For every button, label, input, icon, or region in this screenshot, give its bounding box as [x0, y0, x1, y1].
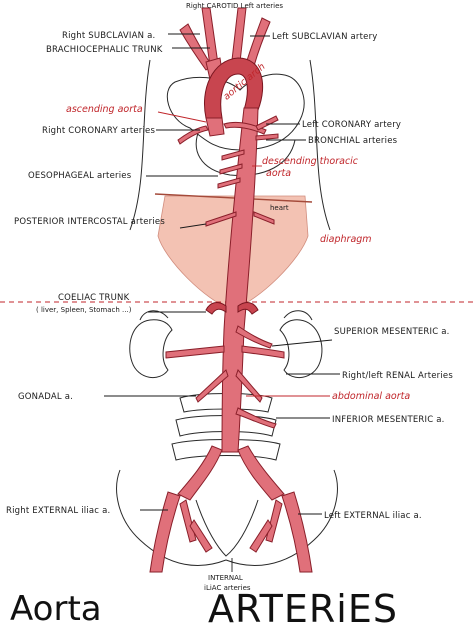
label-left-external-iliac: Left EXTERNAL iliac a. [324, 511, 422, 521]
label-brachiocephalic: BRACHIOCEPHALIC TRUNK [46, 45, 163, 55]
label-left-coronary: Left CORONARY artery [302, 120, 401, 130]
label-ascending-aorta: ascending aorta [66, 104, 143, 115]
oesophageal-arteries [217, 149, 245, 189]
label-internal-iliac-1: INTERNAL [208, 574, 243, 582]
superior-mesenteric-artery [235, 325, 273, 349]
ascending-aorta [205, 117, 225, 137]
label-coeliac-sub: ( liver, Spleen, Stomach ...) [36, 306, 132, 314]
label-left-subclavian: Left SUBCLAVIAN artery [272, 32, 378, 42]
inferior-mesenteric-artery [235, 407, 277, 429]
label-descending-thoracic-2: aorta [266, 168, 291, 179]
right-adrenal-outline [139, 310, 169, 321]
label-heart: heart [270, 204, 289, 212]
label-oesophageal: OESOPHAGEAL arteries [28, 171, 132, 181]
coeliac-trunk [205, 302, 259, 315]
torso-right-outline [309, 59, 331, 231]
anatomy-outlines [116, 59, 338, 566]
heart-lower-outline [195, 127, 296, 176]
label-top-carotid: Right CAROTID Left arteries [186, 2, 283, 10]
label-right-external-iliac: Right EXTERNAL iliac a. [6, 506, 110, 516]
left-kidney-outline [279, 319, 323, 378]
label-posterior-intercostal: POSTERIOR INTERCOSTAL arteries [14, 217, 165, 227]
left-renal-artery [241, 345, 285, 359]
posterior-intercostal-arteries [205, 211, 275, 227]
right-external-iliac-artery [149, 491, 181, 573]
label-superior-mesenteric: SUPERIOR MESENTERIC a. [334, 327, 450, 337]
label-internal-iliac-2: iLiAC arteries [204, 584, 251, 592]
heart-outline [166, 73, 305, 151]
label-coeliac: COELIAC TRUNK [58, 293, 130, 303]
left-coronary-artery [223, 121, 267, 135]
left-carotid-artery [231, 7, 247, 63]
right-renal-artery [165, 345, 225, 359]
torso-left-outline [129, 59, 151, 231]
left-external-iliac-artery [281, 491, 313, 573]
bronchial-arteries [255, 115, 279, 141]
label-gonadal: GONADAL a. [18, 392, 73, 402]
label-inferior-mesenteric: INFERIOR MESENTERIC a. [332, 415, 445, 425]
right-coronary-artery [177, 125, 209, 145]
right-common-iliac-artery [177, 445, 223, 501]
internal-iliac-arteries [179, 499, 283, 553]
label-renal: Right/left RENAL Arteries [342, 371, 453, 381]
title-arteries: ARTERiES [208, 587, 398, 631]
right-kidney-outline [129, 319, 173, 378]
diaphragm-top-line [154, 193, 313, 203]
labels: Right CAROTID Left arteries Right SUBCLA… [6, 2, 453, 592]
descending-aorta [221, 107, 259, 453]
leader-lines [104, 33, 340, 572]
arteries [149, 7, 313, 573]
label-abdominal-aorta: abdominal aorta [332, 391, 410, 402]
left-common-iliac-artery [237, 445, 285, 501]
left-subclavian-artery [245, 17, 271, 67]
title-aorta: Aorta [10, 589, 102, 629]
label-right-subclavian: Right SUBCLAVIAN a. [62, 31, 155, 41]
label-right-coronary: Right CORONARY arteries [42, 126, 155, 136]
gonadal-arteries [195, 369, 263, 403]
label-bronchial: BRONCHIAL arteries [308, 136, 398, 146]
left-adrenal-outline [283, 310, 313, 321]
label-diaphragm: diaphragm [320, 234, 372, 245]
right-subclavian-artery [179, 23, 213, 71]
pelvis-outline [116, 469, 338, 566]
sacrum-outline [195, 499, 259, 557]
label-descending-thoracic-1: descending thoracic [262, 156, 359, 167]
